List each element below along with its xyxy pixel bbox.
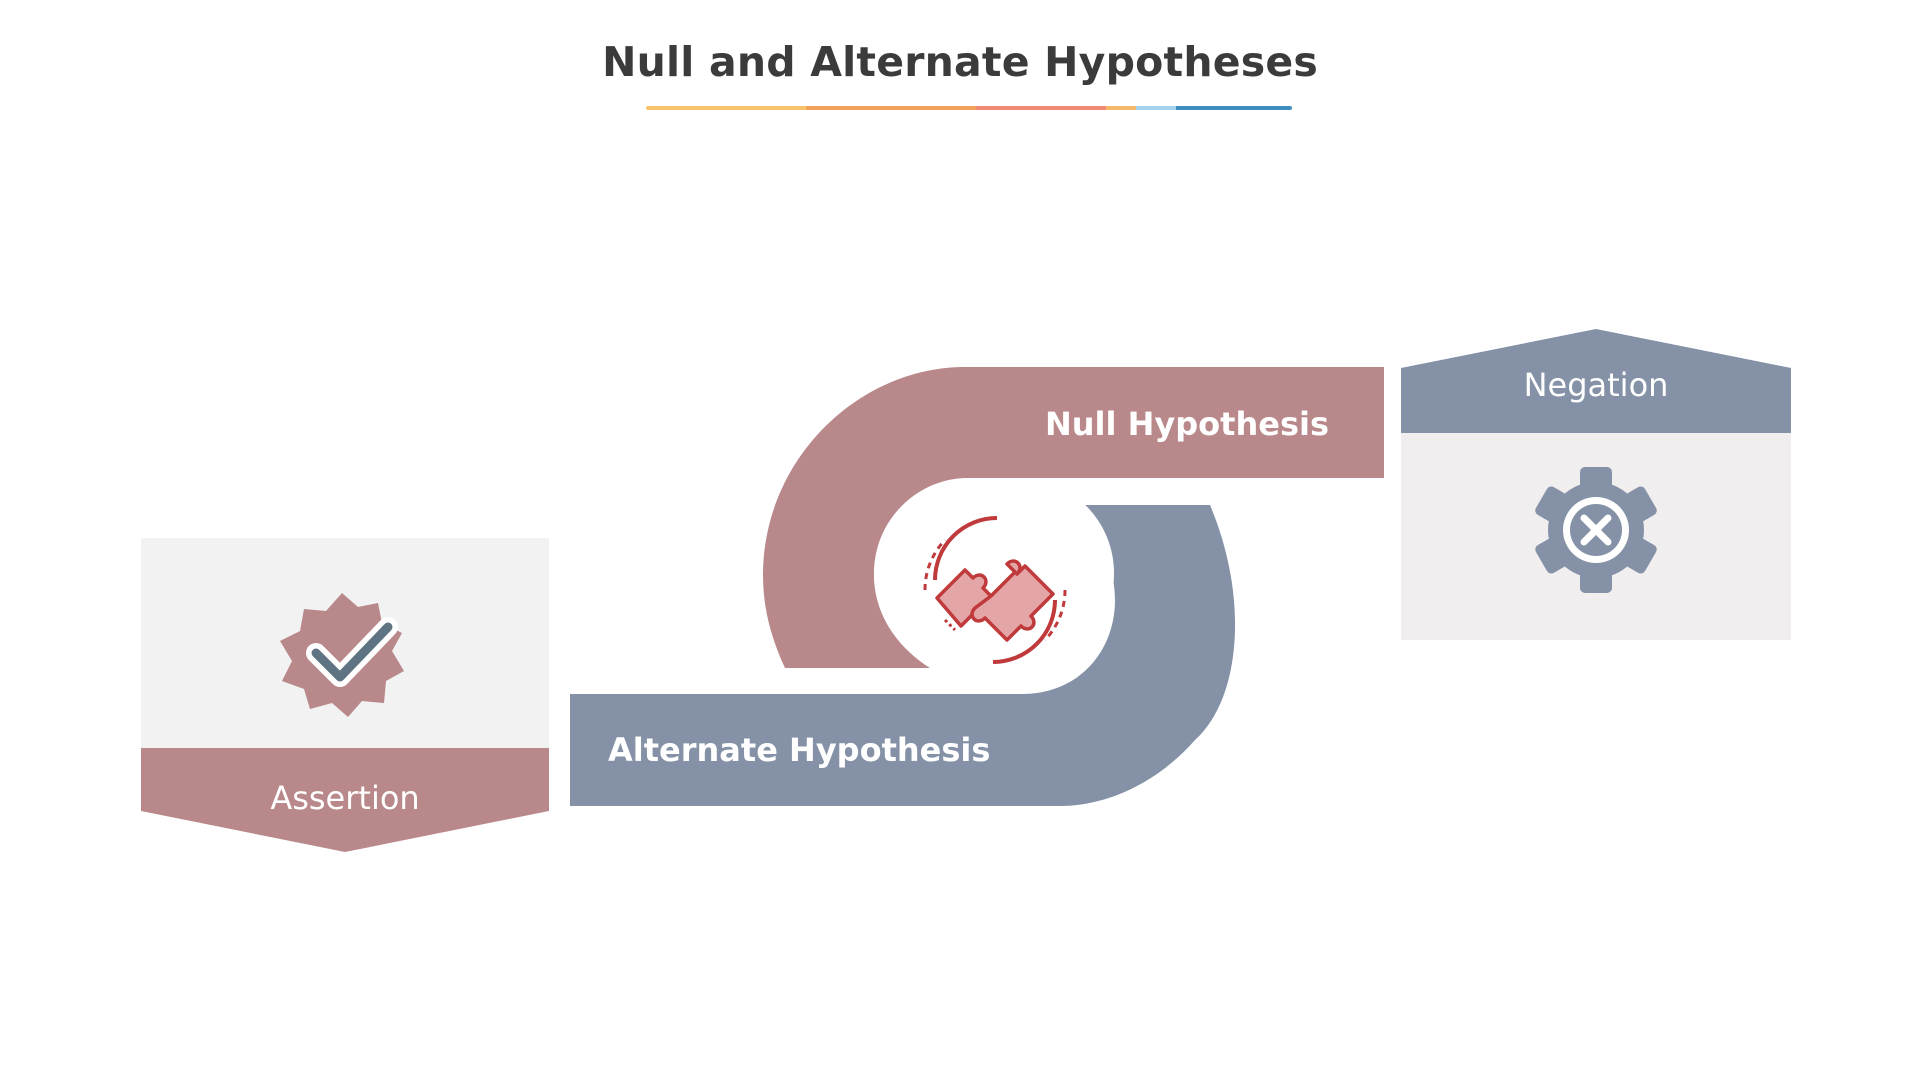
null-hypothesis-band bbox=[763, 367, 1384, 668]
underline-seg-3 bbox=[976, 106, 1106, 110]
underline-seg-6 bbox=[1176, 106, 1292, 110]
assertion-banner bbox=[141, 748, 549, 852]
negation-banner bbox=[1401, 329, 1791, 433]
puzzle-exchange-icon bbox=[923, 516, 1067, 664]
assertion-label: Assertion bbox=[270, 779, 419, 817]
underline-seg-5 bbox=[1136, 106, 1176, 110]
alternate-hypothesis-label: Alternate Hypothesis bbox=[608, 731, 990, 769]
underline-seg-1 bbox=[646, 106, 806, 110]
center-capsule bbox=[874, 478, 1114, 669]
check-badge-icon bbox=[280, 593, 404, 717]
negation-label: Negation bbox=[1524, 366, 1669, 404]
null-hypothesis-label: Null Hypothesis bbox=[1045, 405, 1329, 443]
underline-seg-2 bbox=[806, 106, 976, 110]
gear-x-icon bbox=[1535, 467, 1657, 593]
alternate-hypothesis-band bbox=[570, 505, 1236, 806]
assertion-card: Assertion bbox=[141, 538, 549, 852]
negation-card: Negation bbox=[1401, 329, 1791, 640]
page-title: Null and Alternate Hypotheses bbox=[602, 38, 1318, 86]
underline-seg-4 bbox=[1106, 106, 1136, 110]
title-underline bbox=[646, 106, 1292, 110]
